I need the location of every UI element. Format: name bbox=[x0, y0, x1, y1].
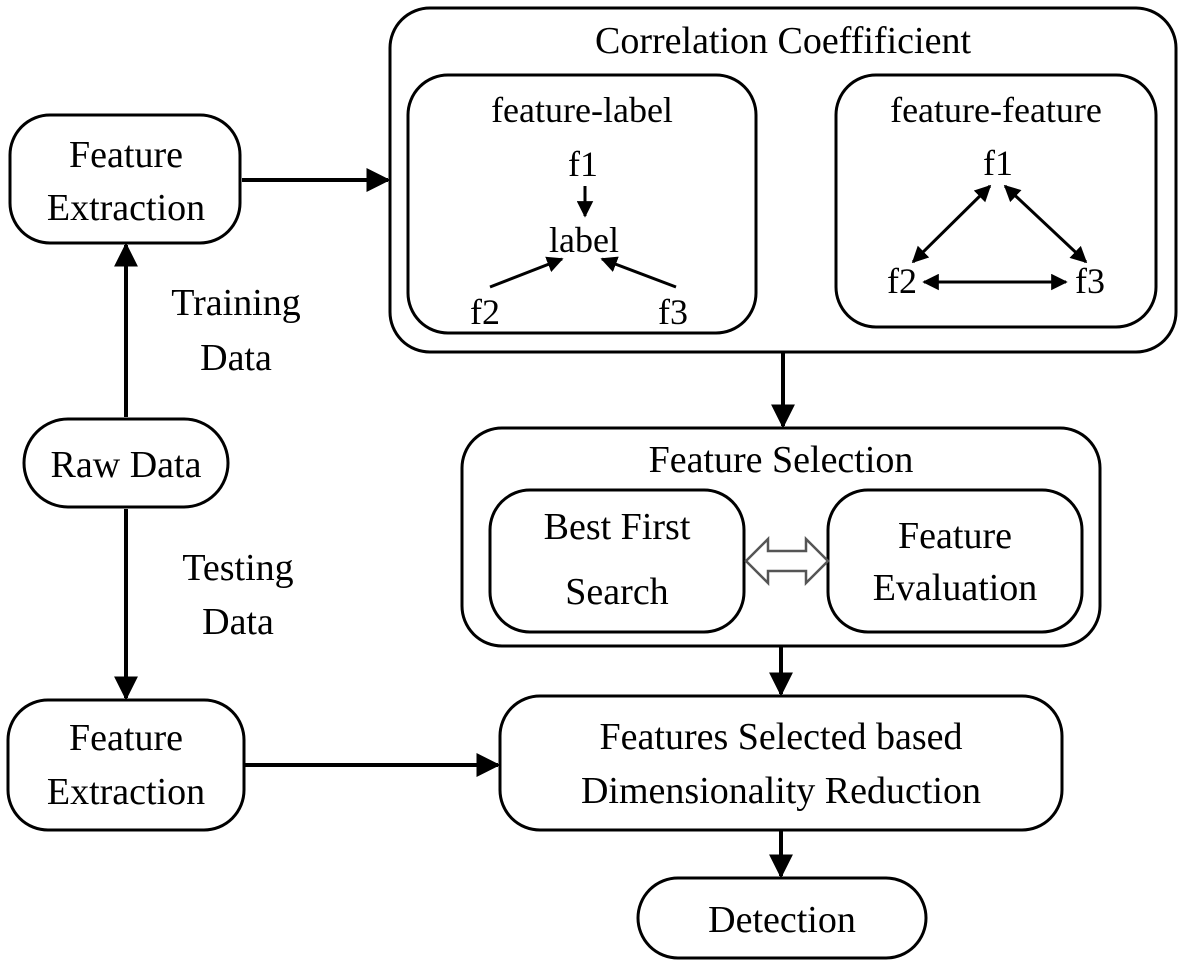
feature-feature-box bbox=[834, 73, 1158, 329]
feature-extraction-bottom-line1: Feature bbox=[69, 717, 183, 759]
feature-evaluation-box bbox=[826, 488, 1084, 634]
feature-label-f3: f3 bbox=[658, 292, 688, 332]
feature-label-title: feature-label bbox=[491, 90, 673, 130]
best-first-search-line1: Best First bbox=[544, 506, 691, 548]
feature-selection-title: Feature Selection bbox=[649, 439, 914, 481]
feature-feature-f1: f1 bbox=[983, 143, 1013, 183]
feature-evaluation-line2: Evaluation bbox=[873, 567, 1038, 609]
dimensionality-reduction-line2: Dimensionality Reduction bbox=[581, 770, 981, 812]
raw-data-box bbox=[22, 417, 230, 509]
raw-data-label: Raw Data bbox=[51, 444, 202, 486]
f2-to-label-arrow bbox=[489, 256, 564, 289]
testing-data-line1: Testing bbox=[182, 547, 293, 589]
feature-label-label: label bbox=[549, 220, 619, 260]
testing-data-line2: Data bbox=[202, 601, 274, 643]
feature-label-f1: f1 bbox=[568, 144, 598, 184]
best-first-search-box bbox=[488, 488, 746, 634]
correlation-coefficient-title: Correlation Coeffificient bbox=[595, 20, 971, 62]
feature-feature-title: feature-feature bbox=[890, 90, 1102, 130]
f3-to-label-arrow bbox=[600, 256, 677, 289]
training-data-line2: Data bbox=[200, 337, 272, 379]
f1-f2-arrow bbox=[911, 184, 992, 264]
feature-extraction-top-line1: Feature bbox=[69, 134, 183, 176]
feature-feature-f2: f2 bbox=[887, 261, 917, 301]
detection-label: Detection bbox=[708, 899, 856, 941]
best-first-search-line2: Search bbox=[565, 571, 668, 613]
feature-evaluation-line1: Feature bbox=[898, 515, 1012, 557]
feature-feature-f3: f3 bbox=[1075, 261, 1105, 301]
feature-extraction-bottom-line2: Extraction bbox=[47, 771, 205, 813]
bidirectional-hollow-arrow bbox=[744, 535, 830, 587]
f1-f3-arrow bbox=[1003, 184, 1088, 264]
training-data-line1: Training bbox=[171, 282, 301, 324]
feature-label-f2: f2 bbox=[470, 292, 500, 332]
dimensionality-reduction-line1: Features Selected based bbox=[600, 716, 963, 758]
feature-extraction-top-line2: Extraction bbox=[47, 187, 205, 229]
